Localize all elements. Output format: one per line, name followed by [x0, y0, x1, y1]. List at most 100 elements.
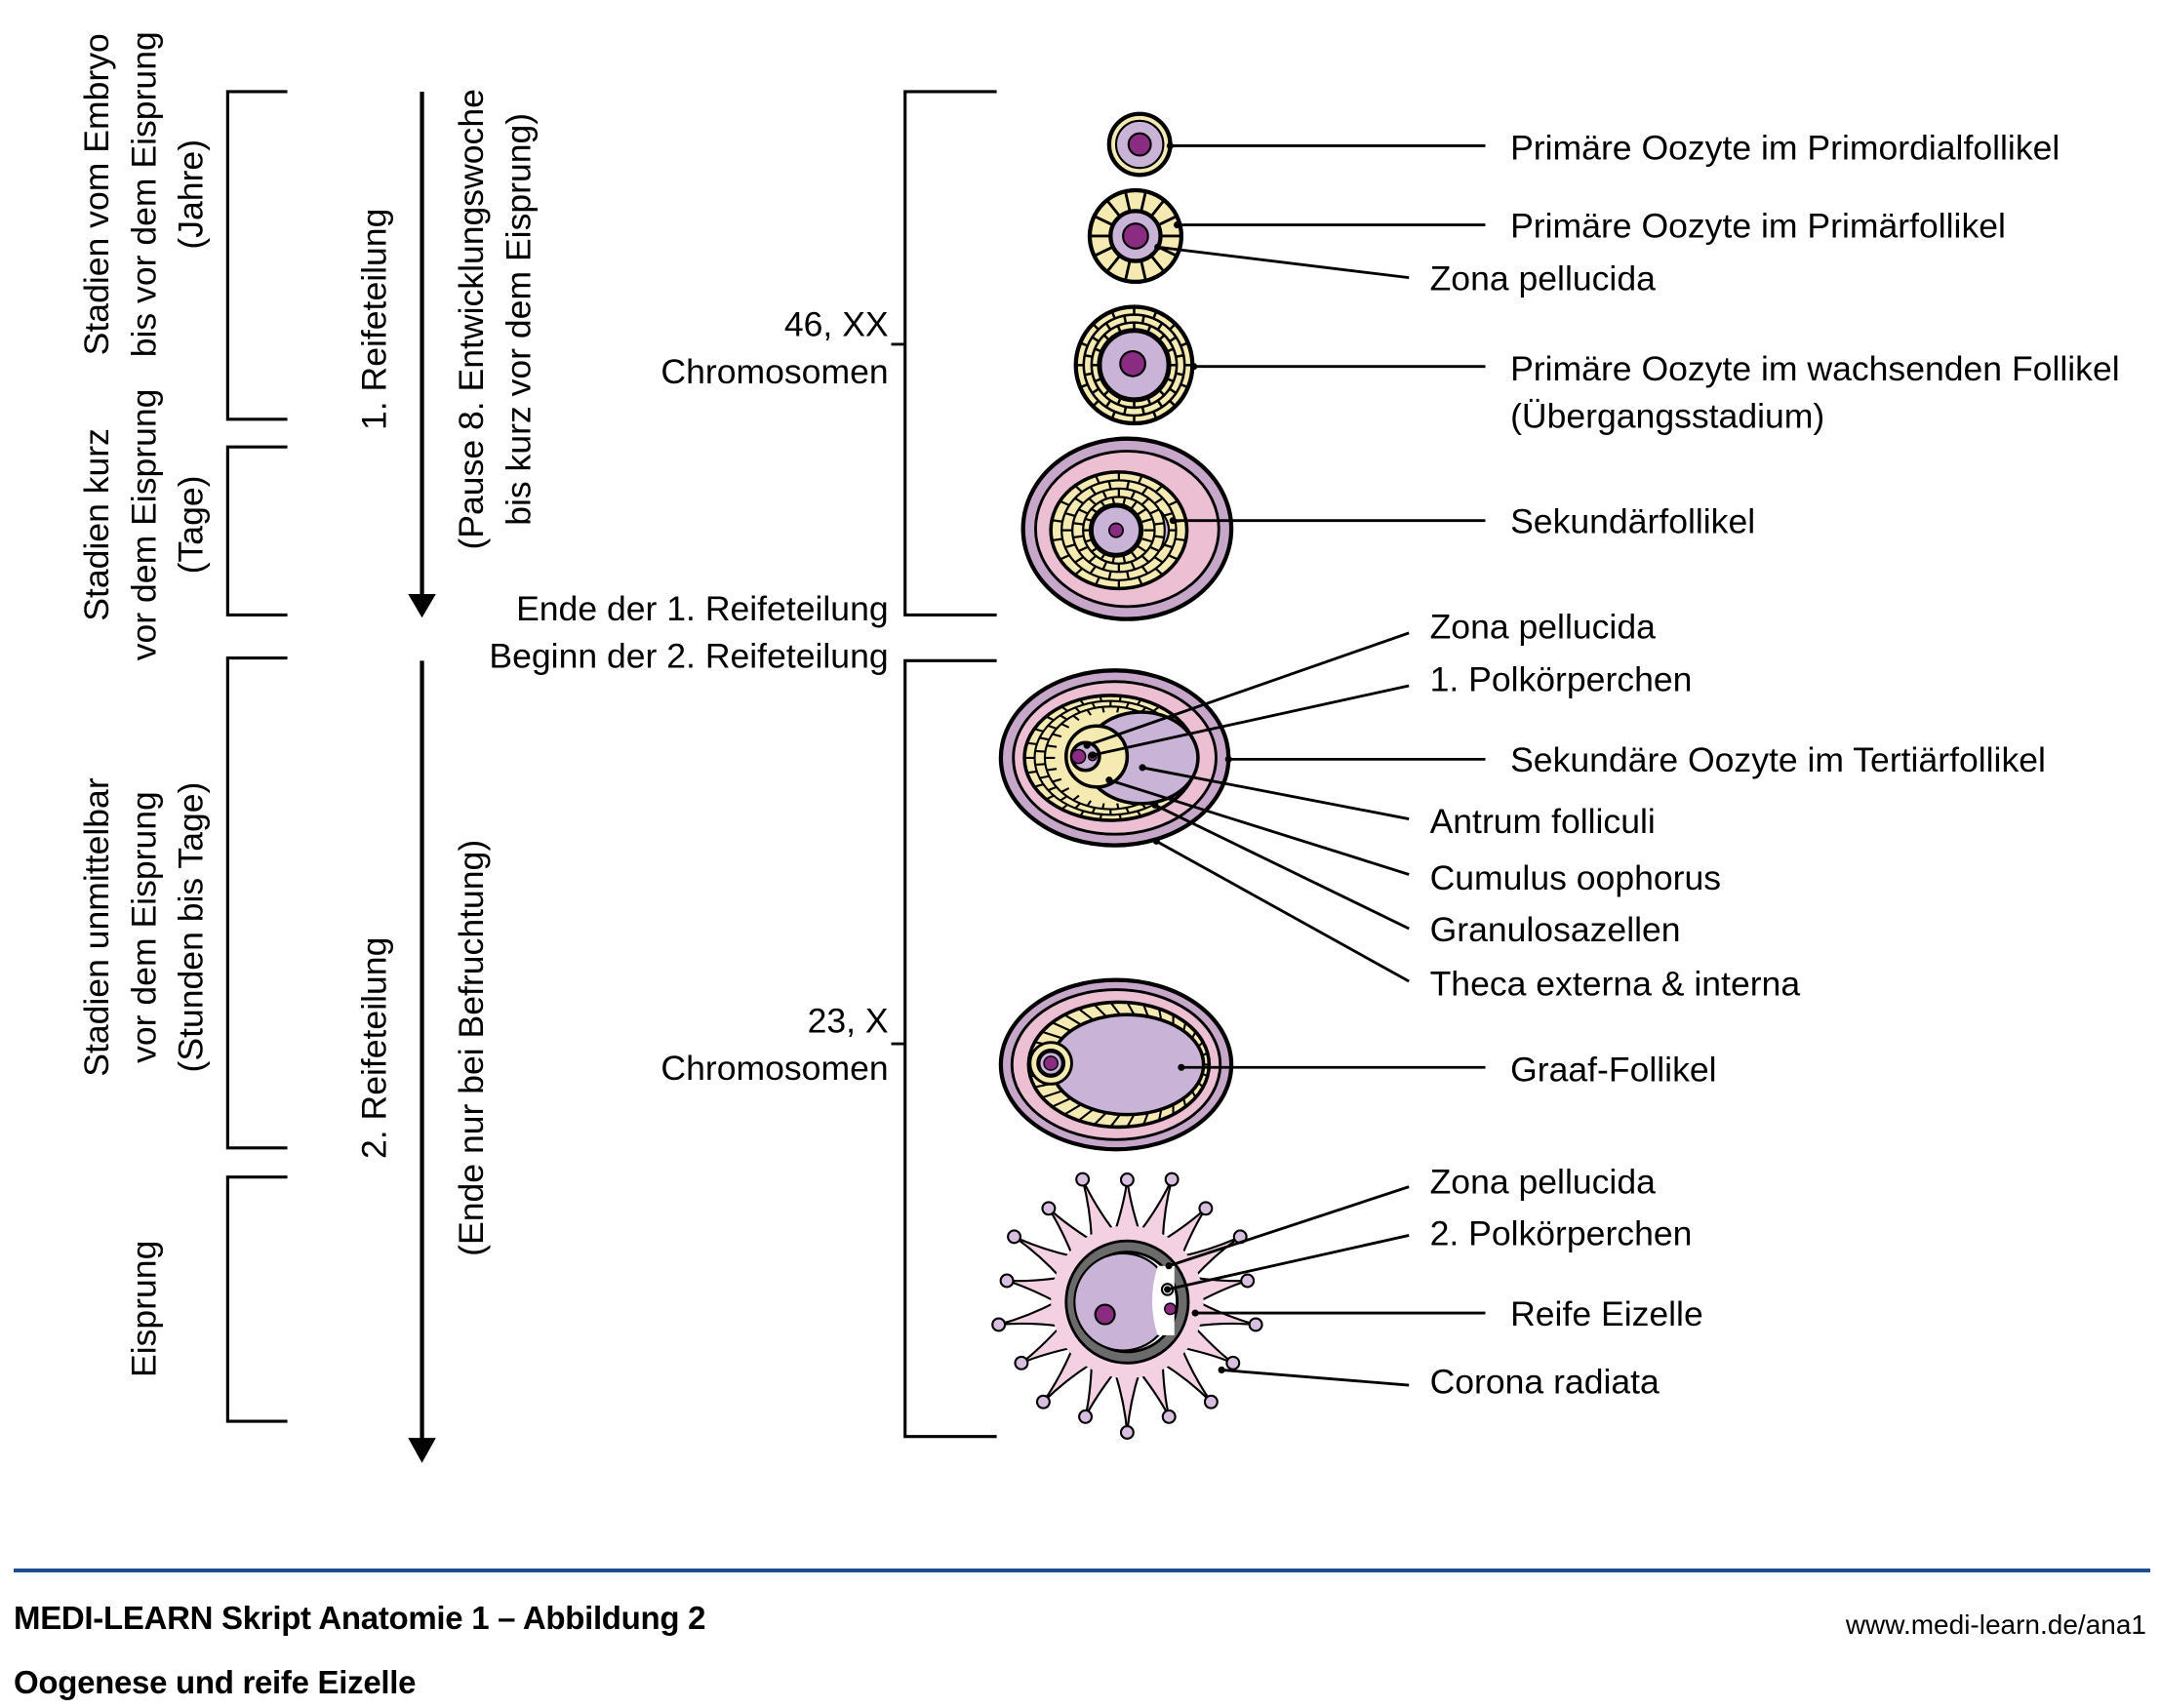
label-primary: Primäre Oozyte im Primärfollikel — [1510, 206, 2006, 245]
stage-days-line3: (Tage) — [172, 476, 211, 575]
chromosome-brackets: 46, XX Chromosomen 23, X Chromosomen End… — [489, 92, 996, 1437]
label-mature: Reife Eizelle — [1510, 1294, 1703, 1333]
second-division-label: 2. Reifeteilung — [355, 937, 394, 1159]
cell-wall — [1052, 538, 1062, 539]
chromosome-label-23x: Chromosomen — [660, 1049, 888, 1088]
cell-wall — [1027, 743, 1037, 744]
stage-years-line1: Stadien vom Embryo — [77, 33, 116, 355]
oocyte-nucleus — [1120, 351, 1145, 377]
label-polar-body-1: 1. Polkörperchen — [1430, 660, 1693, 699]
label-secondary: Sekundärfollikel — [1510, 501, 1755, 540]
bracket-23x — [905, 660, 997, 1436]
label-cumulus: Cumulus oophorus — [1430, 858, 1722, 897]
corona-cell-tip — [1205, 1396, 1218, 1409]
stage-hours-line1: Stadien unmittelbar — [77, 777, 116, 1077]
corona-cell-tip — [1079, 1410, 1092, 1423]
cell-wall — [1052, 520, 1062, 521]
label-growing: Primäre Oozyte im wachsenden Follikel — [1510, 349, 2120, 388]
corona-cell-tip — [1226, 1357, 1239, 1370]
corona-ray — [1115, 1180, 1140, 1233]
arrowhead-first-division — [408, 594, 435, 617]
cell-wall — [1085, 355, 1093, 357]
first-division-label: 1. Reifeteilung — [355, 209, 394, 430]
leader-zona1 — [1158, 247, 1410, 277]
corona-cell-tip — [1241, 1275, 1254, 1288]
stage-years-line2: bis vor dem Eisprung — [124, 31, 163, 357]
leader-dot — [1170, 517, 1177, 524]
chromosome-label-46xx: Chromosomen — [660, 352, 888, 391]
cell-wall — [1154, 523, 1165, 524]
oocyte-nucleus — [1044, 1056, 1058, 1070]
label-zona-pellucida-2: Zona pellucida — [1430, 608, 1657, 647]
stage-days-line2: vor dem Eisprung — [124, 389, 163, 661]
bracket-hours — [227, 658, 287, 1148]
corona-cell-tip — [1199, 1202, 1212, 1214]
stage-years-line3: (Jahre) — [172, 139, 211, 250]
label-primordial: Primäre Oozyte im Primordialfollikel — [1510, 129, 2060, 168]
cell-wall — [1027, 772, 1037, 773]
leader-dot — [1164, 1286, 1171, 1292]
leader-dot — [1139, 764, 1145, 771]
tertiary-follicle — [1001, 670, 1228, 845]
label-corona: Corona radiata — [1430, 1363, 1660, 1402]
leader-dot — [1174, 221, 1180, 228]
corona-cell-tip — [1163, 1410, 1176, 1423]
corona-cell-tip — [1037, 1396, 1050, 1409]
leader-corona — [1221, 1370, 1409, 1385]
primordial-follicle — [1109, 114, 1171, 176]
leader-dot — [1192, 1310, 1199, 1317]
cell-wall — [1073, 523, 1084, 524]
polar-body-nucleus — [1165, 1303, 1176, 1314]
leader-dot — [1166, 1262, 1173, 1269]
begin-second-division: Beginn der 2. Reifeteilung — [489, 636, 888, 675]
label-zona-pellucida-3: Zona pellucida — [1430, 1163, 1657, 1202]
corona-cell-tip — [1042, 1202, 1055, 1214]
bracket-ovulation — [227, 1177, 287, 1421]
bracket-days — [227, 447, 287, 615]
corona-cell-tip — [1001, 1275, 1014, 1288]
bracket-46xx — [905, 92, 997, 615]
cell-wall — [1154, 536, 1165, 537]
corona-cell-tip — [992, 1319, 1005, 1331]
oocyte-nucleus — [1123, 223, 1148, 249]
stage-ovulation: Eisprung — [124, 1241, 163, 1377]
label-granulosa: Granulosazellen — [1430, 910, 1681, 949]
second-division-note: (Ende nur bei Befruchtung) — [452, 840, 491, 1256]
graafian-follicle — [1001, 980, 1231, 1150]
leader-dot — [1167, 142, 1174, 149]
cell-wall — [1035, 764, 1045, 765]
leader-dot — [1089, 752, 1096, 759]
stage-brackets — [227, 92, 287, 1421]
cell-wall — [1124, 407, 1126, 415]
label-theca: Theca externa & interna — [1430, 964, 1801, 1003]
cell-wall — [1117, 804, 1118, 810]
corona-ray — [1115, 1371, 1140, 1433]
stage-hours-line2: vor dem Eisprung — [124, 791, 163, 1063]
cell-wall — [1085, 374, 1093, 376]
stage-labels: Stadien vom Embryo bis vor dem Eisprung … — [77, 31, 211, 1377]
cell-wall — [1176, 355, 1183, 357]
label-antrum: Antrum folliculi — [1430, 802, 1656, 841]
label-growing-sub: (Übergangsstadium) — [1510, 396, 1824, 435]
cell-wall — [1176, 374, 1183, 376]
stage-hours-line3: (Stunden bis Tage) — [172, 782, 211, 1073]
first-division-note-line1: (Pause 8. Entwicklungswoche — [452, 89, 491, 549]
cell-wall — [1176, 538, 1186, 539]
leader-zona3 — [1169, 1187, 1409, 1266]
first-division-note-line2: bis kurz vor dem Eisprung) — [500, 113, 539, 526]
oocyte-nucleus — [1129, 134, 1151, 156]
leader-dot — [1084, 742, 1091, 749]
website-link[interactable]: www.medi-learn.de/ana1 — [1846, 1609, 2146, 1641]
primary-follicle — [1090, 190, 1181, 282]
leader-dot — [1190, 363, 1197, 370]
cell-wall — [1102, 707, 1103, 713]
leader-dot — [1225, 756, 1232, 763]
oocyte-nucleus — [1109, 523, 1123, 536]
perivitelline-gap — [1152, 1266, 1175, 1335]
cell-wall — [1047, 745, 1057, 746]
corona-cell-tip — [1121, 1426, 1134, 1439]
leader-dot — [1219, 1367, 1225, 1373]
cell-wall — [1047, 769, 1057, 770]
